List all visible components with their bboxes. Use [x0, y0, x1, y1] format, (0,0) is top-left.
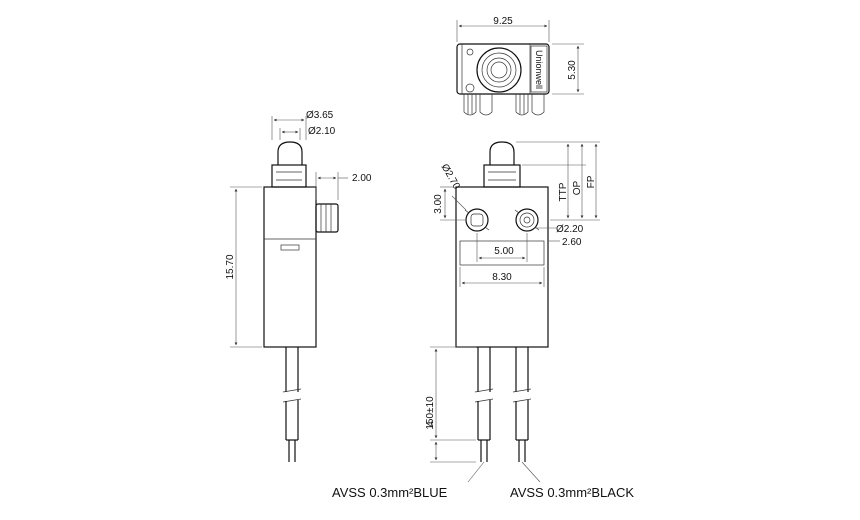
front-view-body	[455, 186, 549, 348]
dim-plunger-outer: Ø3.65	[306, 110, 334, 121]
brand-label: Unionwell	[534, 50, 544, 89]
side-view-boss	[315, 203, 339, 233]
side-view	[263, 141, 339, 462]
front-view-hole-left	[465, 208, 489, 232]
front-view	[455, 141, 549, 462]
dim-plunger-inner: Ø2.10	[308, 126, 336, 137]
top-view-body	[456, 43, 550, 95]
dim-lead-length: 150±10	[425, 396, 436, 430]
dim-top-height: 5.30	[567, 60, 578, 80]
front-view-plunger-tip	[489, 141, 515, 165]
side-view-plunger-base	[271, 164, 307, 188]
dim-pin-offset: 2.60	[562, 237, 582, 248]
side-view-plunger-tip	[277, 141, 303, 165]
side-view-body	[263, 186, 317, 348]
dim-top-width: 9.25	[493, 16, 513, 27]
dim-hole-offset: 3.00	[433, 194, 444, 214]
top-view-label-plate	[530, 45, 548, 93]
dim-body-width: 8.30	[492, 272, 512, 283]
front-view-bracket	[459, 240, 545, 266]
wire-label-blue: AVSS 0.3mm²BLUE	[332, 485, 448, 500]
dim-op: OP	[572, 180, 583, 195]
front-view-plunger-base	[483, 164, 521, 188]
dim-ttp: TTP	[558, 182, 569, 201]
dim-fp: FP	[586, 175, 597, 188]
top-view-plunger-ring	[476, 47, 522, 93]
dim-boss-length: 2.00	[352, 173, 372, 184]
wire-label-black: AVSS 0.3mm²BLACK	[510, 485, 634, 500]
top-view: Unionwell	[456, 43, 550, 116]
dim-hole-pitch: 5.00	[494, 246, 514, 257]
front-view-hole-right	[515, 208, 539, 232]
side-view-slot	[280, 244, 300, 251]
dim-body-length: 15.70	[225, 254, 236, 279]
dim-strip-length: 4	[425, 421, 436, 427]
dim-pin-dia: Ø2.20	[556, 224, 584, 235]
